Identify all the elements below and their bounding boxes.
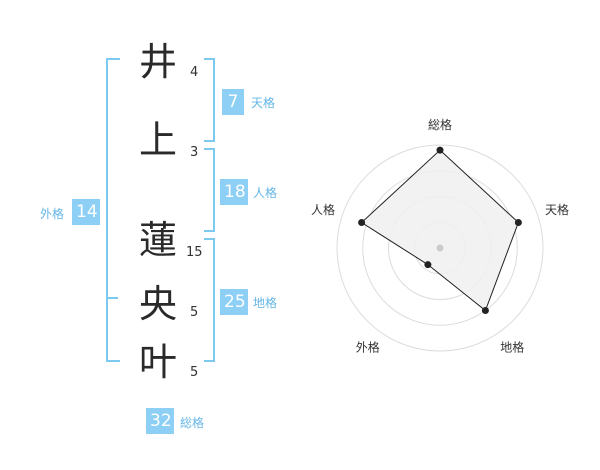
- gaikaku-bracket-tick: [106, 297, 118, 299]
- stroke-count-2: 3: [190, 145, 199, 160]
- name-char-2: 上: [138, 118, 177, 162]
- radar-axis-label-5: 人格: [311, 202, 335, 217]
- radar-point-3: [481, 306, 489, 314]
- soukaku-label: 総格: [180, 416, 205, 430]
- chikaku-bracket: [204, 238, 215, 362]
- radar-axis-label-2: 天格: [545, 202, 569, 217]
- radar-point-2: [514, 219, 522, 227]
- radar-axis-label-4: 外格: [356, 340, 380, 355]
- jinkaku-label: 人格: [253, 186, 278, 200]
- chikaku-label: 地格: [253, 296, 278, 310]
- stroke-count-3: 15: [186, 245, 203, 260]
- tenkaku-bracket: [204, 58, 215, 142]
- name-char-3: 蓮: [138, 218, 177, 262]
- stroke-count-5: 5: [190, 365, 199, 380]
- gaikaku-label: 外格: [40, 207, 65, 221]
- radar-axis-label-3: 地格: [500, 340, 524, 355]
- radar-point-5: [358, 219, 366, 227]
- stroke-count-4: 5: [190, 305, 199, 320]
- name-char-4: 央: [138, 282, 177, 326]
- radar-ring: [336, 144, 544, 352]
- jinkaku-badge: 18: [220, 179, 248, 205]
- radar-axis-label-1: 総格: [428, 117, 452, 132]
- radar-point-1: [436, 146, 444, 154]
- chikaku-badge: 25: [220, 289, 248, 315]
- soukaku-badge: 32: [146, 408, 174, 434]
- stroke-count-1: 4: [190, 65, 199, 80]
- name-char-5: 叶: [138, 340, 177, 384]
- gaikaku-bracket: [106, 58, 120, 362]
- radar-center: [436, 244, 444, 252]
- gaikaku-badge: 14: [72, 199, 100, 225]
- name-char-1: 井: [138, 40, 177, 84]
- tenkaku-badge: 7: [222, 89, 244, 115]
- radar-point-4: [424, 261, 432, 269]
- tenkaku-label: 天格: [251, 96, 276, 110]
- jinkaku-bracket: [204, 148, 215, 232]
- radar-area: [360, 149, 519, 312]
